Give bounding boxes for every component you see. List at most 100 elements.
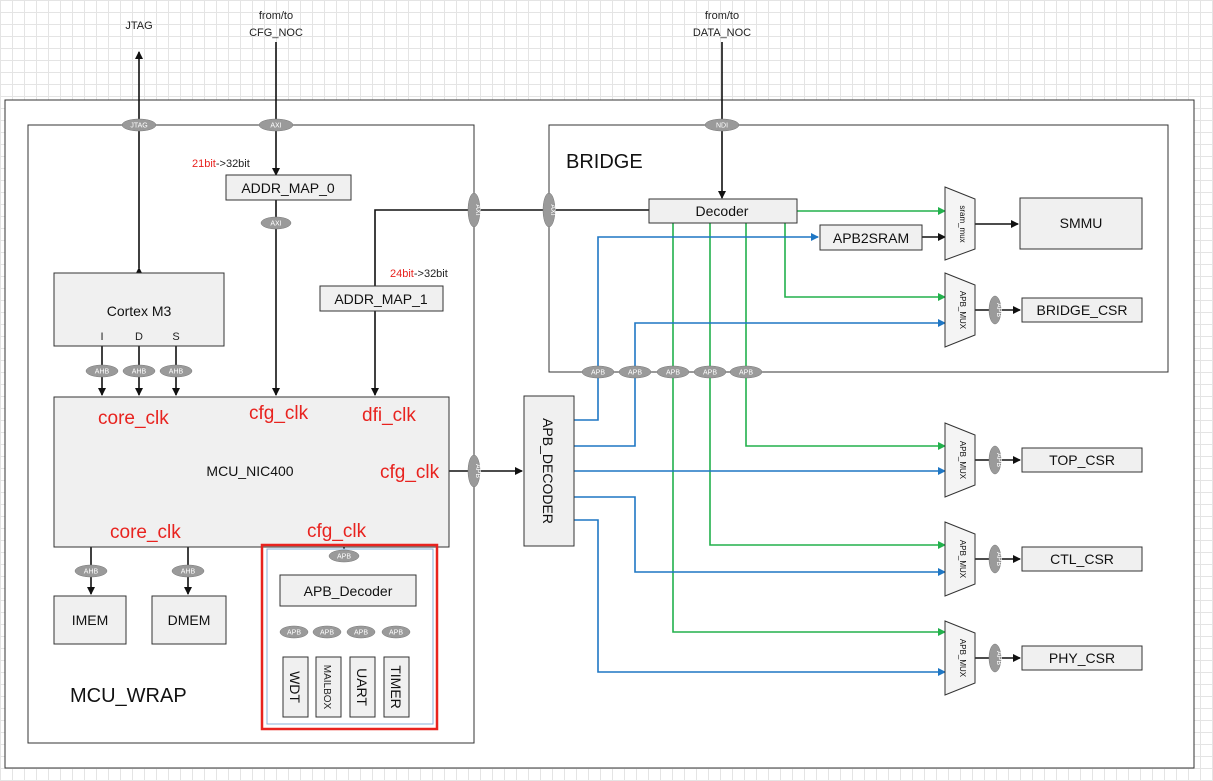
wdt-box (282, 656, 309, 718)
clock-label-core-bottom: core_clk (110, 522, 181, 543)
svg-text:APB: APB (995, 303, 1002, 317)
apb-mux-ctl (944, 521, 976, 597)
svg-text:APB: APB (287, 630, 301, 637)
apb-tag-nic-out: APB (467, 454, 481, 488)
svg-text:APB: APB (354, 630, 368, 637)
svg-text:APB: APB (320, 630, 334, 637)
apb-decoder-main-label: APB_DECODER (540, 418, 556, 524)
dmem-label: DMEM (168, 612, 211, 628)
apb-mux-bridge (944, 272, 976, 348)
svg-text:APB: APB (739, 370, 753, 377)
svg-text:AXI: AXI (549, 204, 556, 215)
imem-label: IMEM (72, 612, 109, 628)
addr-map-0-box (225, 174, 352, 201)
apb-decoder-small-label: APB_Decoder (304, 583, 393, 599)
apb-mux-bridge-label: APB_MUX (958, 291, 967, 330)
apb-tag-bridge-csr: APB (988, 295, 1002, 325)
apb-mux-top (944, 422, 976, 498)
apb-tag-ctl-csr: APB (988, 544, 1002, 574)
cortex-m3-box (53, 272, 225, 347)
svg-text:AHB: AHB (95, 369, 110, 376)
svg-text:APB: APB (703, 370, 717, 377)
apb-tag-bridge-2: APB (618, 365, 652, 379)
addr-map-1-box (319, 285, 444, 312)
green-routes (672, 207, 946, 636)
mcu-nic400-box (53, 396, 450, 548)
smmu-label: SMMU (1060, 215, 1103, 231)
cortex-port-d: D (135, 331, 143, 343)
svg-text:AHB: AHB (181, 569, 196, 576)
svg-text:AXI: AXI (270, 221, 281, 228)
svg-text:AHB: AHB (84, 569, 99, 576)
svg-text:APB: APB (337, 554, 351, 561)
apb2sram-box (819, 224, 923, 251)
svg-text:APB: APB (995, 453, 1002, 467)
cfg-noc-label-2: CFG_NOC (249, 27, 303, 39)
clock-label-dfi: dfi_clk (362, 405, 416, 426)
cortex-m3-label: Cortex M3 (107, 303, 172, 319)
svg-text:APB: APB (591, 370, 605, 377)
svg-text:APB: APB (389, 630, 403, 637)
bridge-csr-box (1021, 297, 1143, 323)
apb-mux-phy (944, 620, 976, 696)
cfg-noc-label-1: from/to (259, 10, 293, 22)
apb-decoder-main-box (523, 395, 575, 547)
mailbox-box (315, 656, 342, 718)
apb-tag-uart: APB (346, 625, 376, 639)
ahb-tag-i: AHB (85, 364, 119, 378)
timer-label: TIMER (388, 665, 404, 709)
ahb-tag-s: AHB (159, 364, 193, 378)
bridge-csr-label: BRIDGE_CSR (1036, 302, 1127, 318)
apb-tag-timer: APB (381, 625, 411, 639)
ndi-tag: NDI (704, 118, 740, 132)
cortex-port-s: S (172, 331, 179, 343)
ahb-tag-d: AHB (122, 364, 156, 378)
cortex-port-i: I (100, 331, 103, 343)
apb-tag-bridge-1: APB (581, 365, 615, 379)
apb-tag-phy-csr: APB (988, 643, 1002, 673)
data-noc-label-1: from/to (705, 10, 739, 22)
clock-label-core-top: core_clk (98, 408, 169, 429)
highlight-frame (260, 543, 439, 731)
svg-text:AXI: AXI (270, 123, 281, 130)
apb2sram-label: APB2SRAM (833, 230, 909, 246)
decoder-label: Decoder (696, 203, 749, 219)
phy-csr-box (1021, 645, 1143, 671)
bridge-title: BRIDGE (566, 151, 643, 173)
axi-tag-addr-map-0: AXI (260, 216, 292, 230)
axi-tag-mcu-edge: AXI (467, 192, 481, 228)
apb-tag-small-decoder-in: APB (328, 549, 360, 563)
dmem-box (151, 595, 227, 645)
svg-text:APB: APB (995, 552, 1002, 566)
svg-text:APB: APB (474, 464, 481, 478)
mcu-nic400-label: MCU_NIC400 (206, 463, 293, 479)
phy-csr-label: PHY_CSR (1049, 650, 1115, 666)
jtag-tag: JTAG (121, 118, 157, 132)
imem-box (53, 595, 127, 645)
clock-label-cfg-right: cfg_clk (380, 462, 440, 483)
apb-tag-mailbox: APB (312, 625, 342, 639)
apb-decoder-small-box (279, 574, 417, 607)
svg-text:JTAG: JTAG (130, 123, 147, 130)
top-csr-box (1021, 447, 1143, 473)
addr-map-1-bits: 24bit->32bit (390, 268, 448, 280)
apb-mux-top-label: APB_MUX (958, 441, 967, 480)
addr-map-0-bits: 21bit->32bit (192, 158, 250, 170)
apb-tag-wdt: APB (279, 625, 309, 639)
svg-text:AXI: AXI (474, 204, 481, 215)
axi-tag-bridge-edge: AXI (542, 192, 556, 228)
svg-text:AHB: AHB (132, 369, 147, 376)
apb-tag-top-csr: APB (988, 445, 1002, 475)
apb-tag-bridge-5: APB (729, 365, 763, 379)
clock-label-cfg-top: cfg_clk (249, 403, 309, 424)
addr-map-0-label: ADDR_MAP_0 (241, 180, 335, 196)
clock-label-cfg-bottom: cfg_clk (307, 521, 367, 542)
mailbox-label: MAILBOX (321, 665, 332, 710)
uart-box (349, 656, 376, 718)
axi-tag-cfg: AXI (258, 118, 294, 132)
smmu-box (1019, 197, 1143, 250)
ctl-csr-box (1021, 546, 1143, 572)
top-csr-label: TOP_CSR (1049, 452, 1115, 468)
svg-text:NDI: NDI (716, 123, 728, 130)
